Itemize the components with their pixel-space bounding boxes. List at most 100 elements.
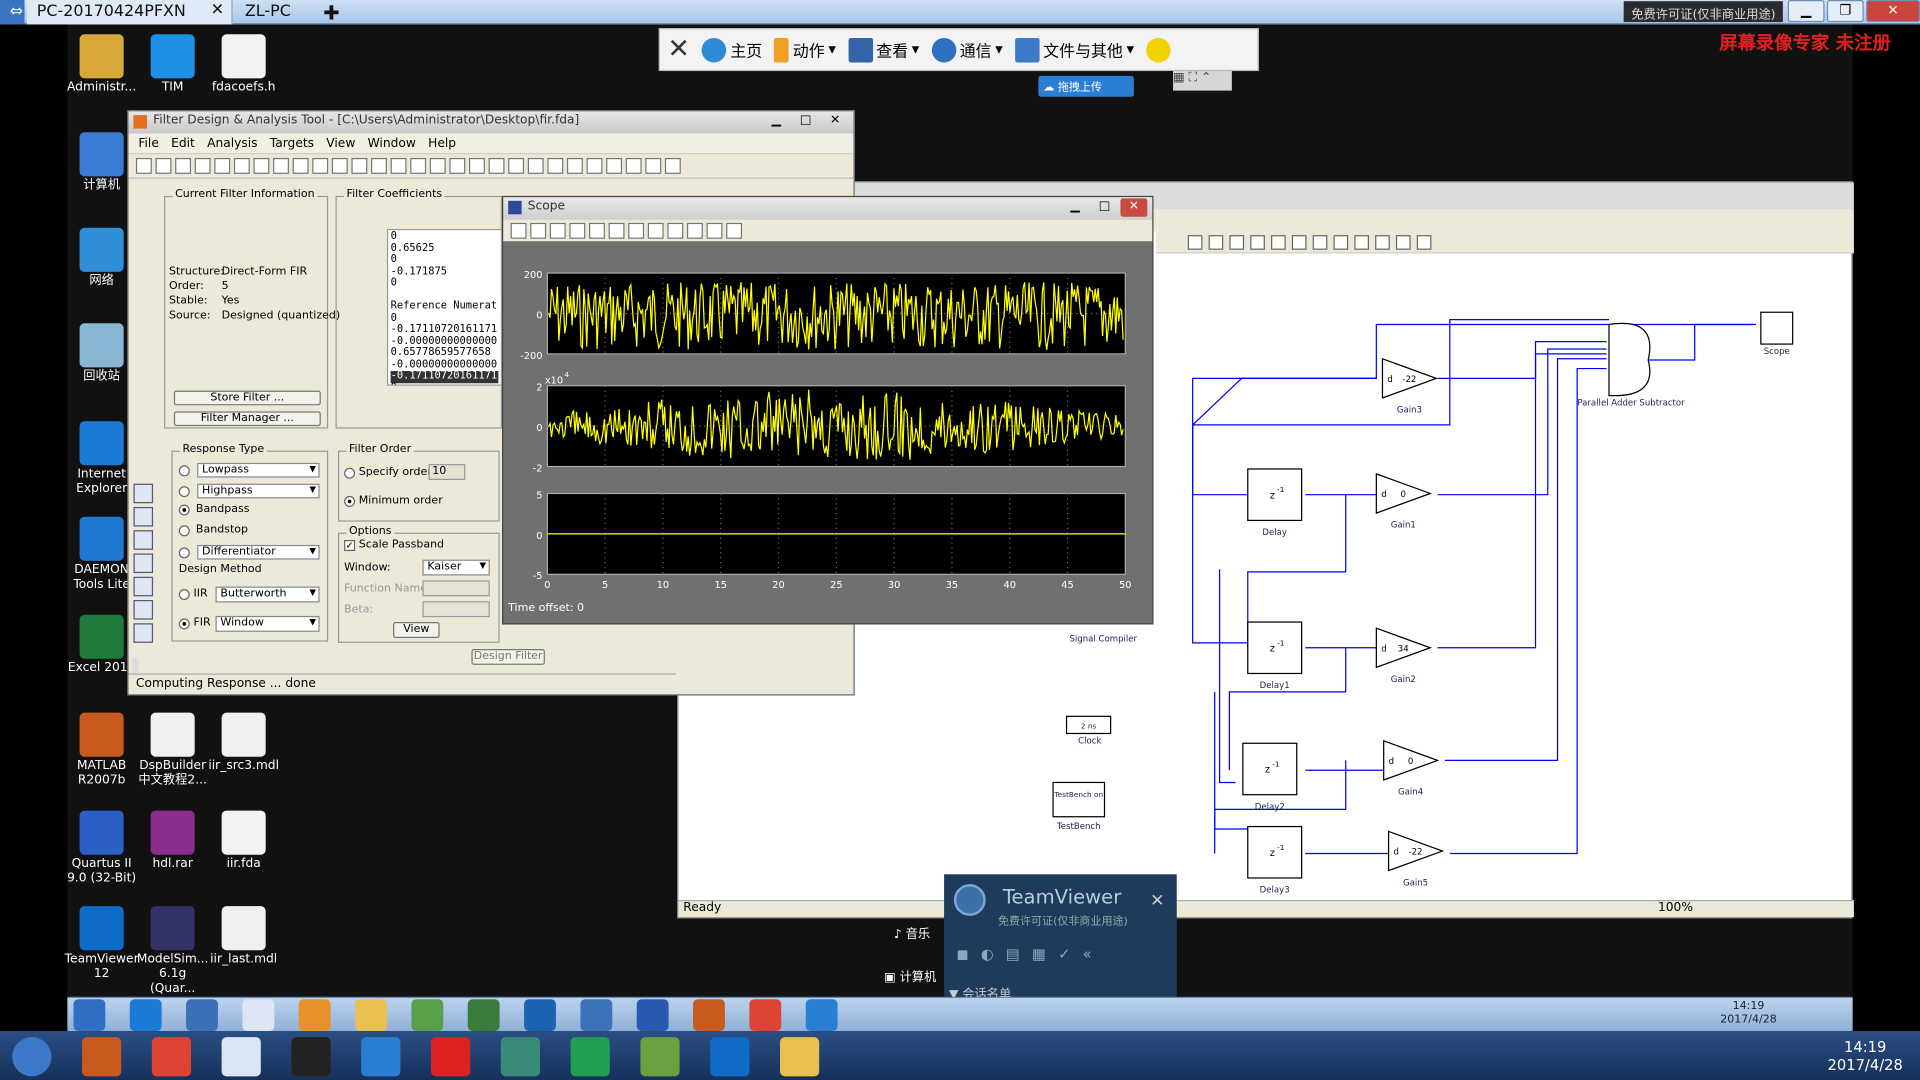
toolbar-button-icon[interactable] bbox=[468, 157, 485, 174]
differentiator-radio[interactable] bbox=[178, 547, 190, 559]
scope-tool-icon[interactable] bbox=[608, 222, 625, 239]
scope-tool-icon[interactable] bbox=[530, 222, 547, 239]
close-tab-icon[interactable]: ✕ bbox=[210, 1, 225, 20]
desktop-icon[interactable]: iir_src3.mdl bbox=[206, 712, 282, 774]
specify-order-radio[interactable] bbox=[344, 467, 356, 479]
toolbar-files[interactable]: 文件与其他▼ bbox=[1015, 37, 1134, 62]
scope-tool-icon[interactable] bbox=[510, 222, 527, 239]
cloud-drive-icon[interactable] bbox=[805, 999, 838, 1032]
simulink-tool-icon[interactable] bbox=[1354, 235, 1369, 250]
fir-radio[interactable] bbox=[178, 618, 190, 630]
close-icon[interactable]: ✕ bbox=[1150, 891, 1165, 912]
simulink-tool-icon[interactable] bbox=[1208, 235, 1224, 250]
media-icon[interactable] bbox=[431, 1037, 471, 1077]
simulink-tool-icon[interactable] bbox=[1375, 235, 1390, 250]
desktop-icon[interactable]: ModelSim... 6.1g (Quar... bbox=[135, 906, 211, 997]
order-input[interactable]: 10 bbox=[428, 464, 466, 481]
filter-manager-button[interactable]: Filter Manager ... bbox=[173, 411, 321, 427]
menu-item[interactable]: Edit bbox=[171, 136, 195, 151]
delay3-block[interactable]: Delay3 bbox=[1247, 825, 1303, 896]
scope-tool-icon[interactable] bbox=[588, 222, 605, 239]
toolbar-button-icon[interactable] bbox=[214, 157, 231, 174]
desktop-icon[interactable]: MATLAB R2007b bbox=[64, 712, 140, 789]
simulink-tool-icon[interactable] bbox=[1395, 235, 1411, 250]
close-session-icon[interactable]: ✕ bbox=[667, 34, 690, 65]
menu-item[interactable]: File bbox=[138, 136, 159, 151]
toolbar-button-icon[interactable] bbox=[410, 157, 427, 174]
bandstop-radio[interactable] bbox=[178, 525, 190, 537]
toolbar-button-icon[interactable] bbox=[390, 157, 407, 174]
desktop-icon[interactable]: Administr... bbox=[64, 34, 140, 95]
toolbar-button-icon[interactable] bbox=[194, 157, 211, 174]
toolbar-button-icon[interactable] bbox=[175, 157, 192, 174]
player-icon[interactable] bbox=[570, 1037, 610, 1077]
new-tab-icon[interactable]: ✚ bbox=[323, 1, 340, 25]
notepad-icon[interactable] bbox=[640, 1037, 680, 1077]
word-icon[interactable] bbox=[636, 999, 669, 1032]
scale-passband-checkbox[interactable]: ✓ bbox=[344, 540, 356, 552]
highpass-select[interactable]: Highpass bbox=[197, 483, 320, 499]
delay1-block[interactable]: Delay1 bbox=[1247, 621, 1303, 691]
fir-method-select[interactable]: Window bbox=[215, 615, 320, 632]
toolbar-button-icon[interactable] bbox=[664, 157, 681, 174]
lowpass-radio[interactable] bbox=[178, 465, 190, 477]
close-icon[interactable]: ✕ bbox=[829, 113, 841, 128]
calculator-icon[interactable] bbox=[221, 1037, 261, 1077]
toolbar-actions[interactable]: 动作▼ bbox=[774, 37, 836, 62]
highpass-radio[interactable] bbox=[178, 486, 190, 498]
close-icon[interactable]: ✕ bbox=[1866, 0, 1920, 23]
matlab-icon[interactable] bbox=[693, 999, 725, 1032]
desktop-icon[interactable]: Excel 2010 bbox=[64, 614, 140, 676]
scope-tool-icon[interactable] bbox=[686, 222, 703, 239]
function-name-input[interactable] bbox=[422, 580, 490, 597]
delay-block[interactable]: Delay bbox=[1247, 468, 1303, 538]
toolbar-home[interactable]: 主页 bbox=[702, 37, 762, 62]
desktop-icon[interactable]: iir_last.mdl bbox=[206, 906, 282, 967]
simulink-tool-icon[interactable] bbox=[1312, 235, 1328, 250]
simulink-tool-icon[interactable] bbox=[1291, 235, 1307, 250]
chrome-icon[interactable] bbox=[151, 1037, 192, 1077]
maximize-icon[interactable]: □ bbox=[799, 113, 812, 128]
toolbar-button-icon[interactable] bbox=[606, 157, 623, 174]
teamviewer-icon[interactable] bbox=[361, 1037, 401, 1077]
drag-upload-button[interactable]: ☁ 拖拽上传 bbox=[1038, 75, 1134, 97]
scope-tool-icon[interactable] bbox=[706, 222, 723, 239]
minimize-icon[interactable]: ▁ bbox=[1787, 0, 1825, 23]
remote-desktop-icon[interactable] bbox=[580, 999, 613, 1032]
toolbar-button-icon[interactable] bbox=[331, 157, 348, 174]
desktop-icon[interactable]: hdl.rar bbox=[135, 810, 211, 872]
bandpass-radio[interactable] bbox=[178, 504, 190, 516]
sidebar-tool-icon[interactable] bbox=[133, 623, 154, 643]
toolbar-button-icon[interactable] bbox=[645, 157, 662, 174]
simulink-tool-icon[interactable] bbox=[1271, 235, 1286, 250]
window-select[interactable]: Kaiser bbox=[422, 559, 490, 576]
toolbar-button-icon[interactable] bbox=[273, 157, 289, 174]
iir-method-select[interactable]: Butterworth bbox=[215, 586, 320, 603]
file-explorer-icon[interactable] bbox=[355, 999, 387, 1032]
teamviewer-icon[interactable] bbox=[710, 1037, 750, 1077]
start-icon[interactable] bbox=[73, 999, 106, 1032]
panel-action-icons[interactable]: ◼◐▤▦✓« bbox=[956, 945, 1104, 963]
scope-tool-icon[interactable] bbox=[549, 222, 566, 239]
toolbar-button-icon[interactable] bbox=[233, 157, 250, 174]
lowpass-select[interactable]: Lowpass bbox=[197, 462, 320, 478]
sidebar-tool-icon[interactable] bbox=[133, 483, 154, 504]
beta-input[interactable] bbox=[422, 601, 490, 618]
desktop-icon[interactable]: TeamViewer 12 bbox=[64, 906, 140, 982]
store-filter-button[interactable]: Store Filter ... bbox=[173, 390, 321, 406]
view-button[interactable]: View bbox=[393, 622, 440, 638]
toolbar-button-icon[interactable] bbox=[429, 157, 446, 174]
file-explorer-icon[interactable] bbox=[780, 1037, 820, 1077]
iir-radio[interactable] bbox=[178, 588, 190, 601]
simulink-tool-icon[interactable] bbox=[1229, 235, 1245, 250]
app-window-icon[interactable] bbox=[500, 1037, 541, 1077]
toolbar-view[interactable]: 查看▼ bbox=[848, 37, 919, 62]
simulink-tool-icon[interactable] bbox=[1333, 235, 1349, 250]
sidebar-tool-icon[interactable] bbox=[133, 600, 154, 620]
minimum-order-radio[interactable] bbox=[344, 495, 356, 507]
